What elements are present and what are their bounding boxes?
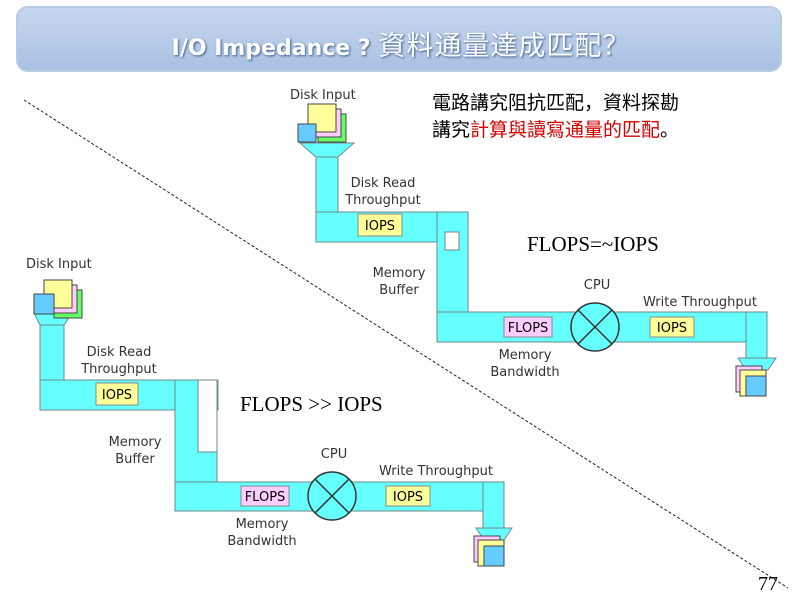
cpu-label: CPU <box>321 447 347 462</box>
buffer-notch <box>444 231 460 251</box>
memory-buffer-label-2: Buffer <box>115 452 155 467</box>
disk-read-label-2: Throughput <box>80 362 157 377</box>
flops-label: FLOPS <box>245 490 286 505</box>
unbalanced-pipeline: Disk Input Disk Read Throughput IOPS Mem… <box>26 257 513 567</box>
write-throughput-label: Write Throughput <box>643 295 757 310</box>
disk-stack-output-icon <box>473 527 513 567</box>
title-cjk: 資料通量達成匹配？ <box>378 31 631 62</box>
iops-in-label: IOPS <box>102 388 132 403</box>
memory-buffer-label-2: Buffer <box>379 283 419 298</box>
memory-bandwidth-label: Memory <box>499 348 552 363</box>
buffer-notch <box>197 379 218 453</box>
disk-stack-input-icon <box>33 279 83 319</box>
write-throughput-label: Write Throughput <box>379 464 493 479</box>
note-highlight: 計算與讀寫通量的匹配 <box>470 119 661 141</box>
unbalanced-caption: FLOPS >> IOPS <box>240 392 383 416</box>
cpu-icon <box>307 471 357 521</box>
note-line-2-prefix: 講究 <box>432 119 471 141</box>
disk-input-label: Disk Input <box>290 88 356 103</box>
pipe-segment <box>482 481 505 531</box>
input-funnel <box>298 142 356 158</box>
memory-buffer-label: Memory <box>373 266 426 281</box>
flops-box <box>240 485 290 507</box>
note-line-2-suffix: 。 <box>660 119 680 141</box>
iops-out-label: IOPS <box>657 321 687 336</box>
disk-input-label: Disk Input <box>26 257 92 272</box>
balanced-pipeline: Disk Input Disk Read Throughput IOPS Mem… <box>290 88 777 397</box>
disk-read-label: Disk Read <box>87 345 152 360</box>
disk-stack-output-icon <box>735 357 777 397</box>
note-line-2: 講究計算與讀寫通量的匹配。 <box>432 117 679 144</box>
note-line-1: 電路講究阻抗匹配，資料探勘 <box>432 92 680 114</box>
iops-out-label: IOPS <box>393 490 423 505</box>
iops-out-box <box>385 485 431 507</box>
impedance-note: 電路講究阻抗匹配，資料探勘 講究計算與讀寫通量的匹配。 <box>432 90 679 144</box>
iops-in-label: IOPS <box>365 219 395 234</box>
pipe-segment <box>745 311 768 363</box>
flops-label: FLOPS <box>508 321 549 336</box>
memory-bandwidth-label-2: Bandwidth <box>490 365 559 380</box>
cpu-label: CPU <box>584 278 610 293</box>
title-banner: I/O Impedance ? 資料通量達成匹配？ <box>16 6 782 72</box>
page-number: 77 <box>758 573 778 595</box>
memory-bandwidth-label: Memory <box>236 517 289 532</box>
disk-read-label-2: Throughput <box>344 193 421 208</box>
flops-box <box>503 316 553 338</box>
disk-read-label: Disk Read <box>351 176 416 191</box>
cpu-icon <box>570 302 620 352</box>
iops-in-box <box>95 382 139 406</box>
balanced-caption: FLOPS=~IOPS <box>527 232 659 256</box>
diagonal-divider <box>23 99 789 589</box>
iops-out-box <box>649 316 695 338</box>
memory-bandwidth-label-2: Bandwidth <box>227 534 296 549</box>
iops-in-box <box>357 213 403 237</box>
memory-buffer-label: Memory <box>109 435 162 450</box>
slide-title: I/O Impedance ? 資料通量達成匹配？ <box>18 24 784 63</box>
title-latin: I/O Impedance ? <box>171 36 371 61</box>
disk-stack-input-icon <box>297 103 347 143</box>
